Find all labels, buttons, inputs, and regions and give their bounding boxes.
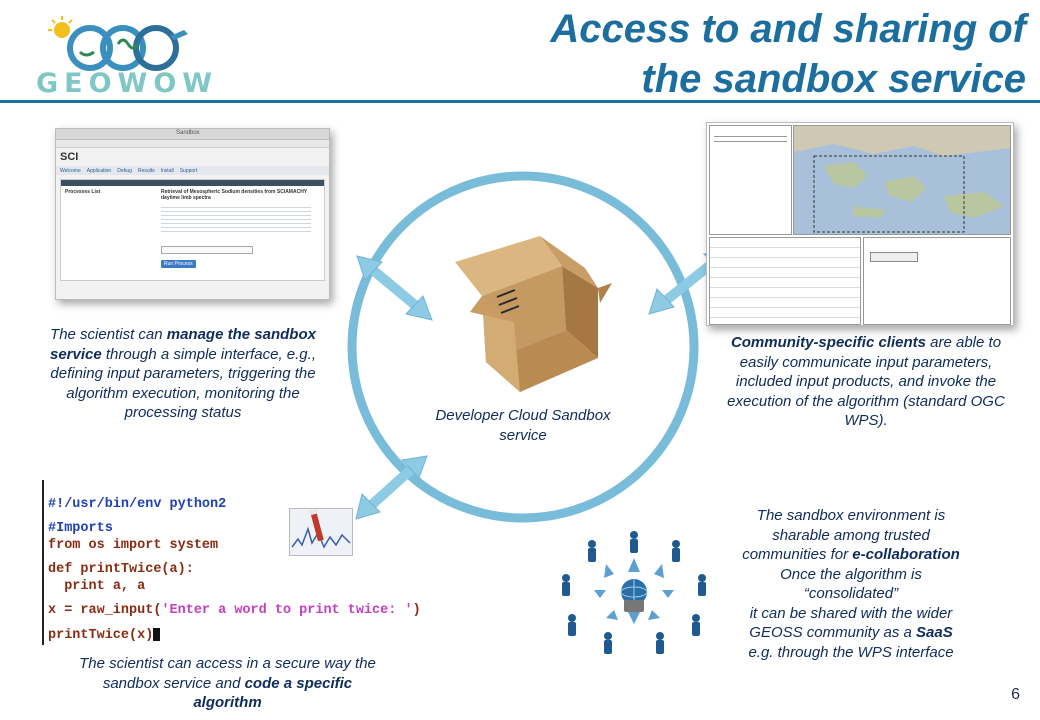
results-table-pane: [709, 237, 861, 325]
caption-clients-text: are able to easily communicate input par…: [727, 334, 1005, 429]
sandbox-box-image: [455, 236, 612, 392]
sandbox-ring: [347, 171, 699, 523]
tab-debug[interactable]: Debug: [117, 167, 132, 174]
caption-manage-text-2: through a simple interface, e.g., defini…: [50, 345, 316, 422]
input-field[interactable]: [161, 246, 253, 254]
share-line-7-text: GEOSS community as a: [749, 624, 917, 641]
code-call: printTwice(x): [48, 627, 154, 643]
process-description: Retrieval of Mesospheric Sodium densitie…: [161, 189, 308, 201]
code-keyword-print: print: [48, 578, 105, 594]
browser-toolbar: [56, 140, 329, 148]
title-line-1: Access to and sharing of: [550, 7, 1026, 51]
code-close-paren: ): [412, 603, 421, 618]
share-line-6: it can be shared with the wider: [749, 604, 953, 622]
code-module: os: [80, 537, 113, 553]
caption-clients: Community-specific clients are able to e…: [712, 333, 1020, 431]
caption-clients-bold: Community-specific clients: [730, 334, 926, 351]
tab-install[interactable]: Install: [160, 167, 174, 174]
network-people-image: [548, 528, 720, 658]
geowow-logo: GEOWOW: [20, 8, 230, 99]
code-line-import: from os import system: [48, 538, 374, 555]
share-line-3-text: communities for: [742, 546, 853, 563]
slide-title: Access to and sharing of the sandbox ser…: [326, 4, 1026, 104]
sandbox-label-line-1: Developer Cloud Sandbox: [435, 407, 611, 424]
caption-manage-text-1: The scientist can: [50, 326, 167, 343]
processes-list-title: Processes List: [65, 189, 101, 195]
caption-share: The sandbox environment is sharable amon…: [706, 506, 996, 662]
text-placeholder-lines: [161, 204, 311, 234]
code-line-shebang: #!/usr/bin/env python2: [48, 496, 227, 512]
tab-application[interactable]: Application: [86, 167, 112, 174]
code-keyword-import: import: [112, 537, 162, 553]
arrow-manage: [356, 255, 433, 321]
code-keyword-from: from: [48, 537, 81, 553]
code-line-print: print a, a: [48, 579, 374, 596]
panel-header-bar: [61, 180, 324, 186]
code-cursor: [153, 627, 161, 641]
tab-support[interactable]: Support: [179, 167, 198, 174]
caption-manage-bold: manage the sandbox service: [49, 326, 316, 363]
share-line-7: GEOSS community as a SaaS: [706, 623, 996, 643]
code-line-def: def printTwice(a):: [48, 562, 374, 579]
code-line-comment: #Imports: [48, 521, 113, 536]
python-thumbnail-image: [289, 508, 353, 556]
code-print-args: a, a: [104, 578, 146, 594]
share-line-3: communities for e-collaboration: [706, 545, 996, 565]
network-people-graphic: [562, 531, 706, 654]
community-client-screenshot: [706, 122, 1014, 326]
title-divider: [0, 100, 1040, 103]
code-string-literal: 'Enter a word to print twice: ': [161, 603, 413, 618]
share-line-2: sharable among trusted: [772, 526, 930, 544]
share-line-8: e.g. through the WPS interface: [748, 643, 954, 661]
sandbox-label: Developer Cloud Sandbox service: [398, 406, 648, 445]
sci-panel: Processes List Retrieval of Mesospheric …: [60, 179, 325, 281]
code-line-input: x = raw_input('Enter a word to print twi…: [48, 603, 421, 620]
code-blank-line: [48, 595, 374, 603]
arrow-code: [355, 455, 428, 520]
code-blank-line: [48, 620, 374, 628]
share-line-3-bold: e-collaboration: [852, 546, 960, 563]
code-import-name: system: [161, 537, 219, 553]
caption-code-text: The scientist can access in a secure way…: [79, 655, 376, 692]
management-pane: [863, 237, 1011, 325]
code-assign: x = raw_input(: [48, 603, 162, 618]
caption-code: The scientist can access in a secure way…: [70, 654, 385, 713]
caption-manage: The scientist can manage the sandbox ser…: [28, 325, 338, 423]
caption-code-bold: code a specific algorithm: [193, 674, 353, 712]
title-line-2: the sandbox service: [641, 57, 1026, 101]
share-line-5: “consolidated”: [803, 585, 899, 602]
graph-thumbnail-graphic: [291, 508, 351, 549]
client-form-pane: [709, 125, 792, 235]
sci-app-screenshot: Sandbox SCI Welcome Application Debug Re…: [55, 128, 330, 300]
code-keyword-def: def: [48, 562, 73, 577]
form-input-lines: [714, 132, 787, 144]
sandbox-label-line-2: service: [499, 426, 547, 444]
page-number: 6: [1011, 686, 1020, 703]
run-process-button[interactable]: Run Process: [161, 260, 196, 268]
logo-wordmark: GEOWOW: [36, 68, 219, 99]
browser-window-title: Sandbox: [176, 130, 200, 136]
map-land-shapes: [794, 126, 1010, 233]
request-button[interactable]: [870, 252, 918, 262]
browser-title-bar: Sandbox: [56, 129, 329, 140]
tab-results[interactable]: Results: [137, 167, 155, 174]
sci-header: SCI: [60, 151, 79, 163]
share-line-4: Once the algorithm is: [780, 565, 922, 583]
share-line-1: The sandbox environment is: [756, 507, 946, 524]
code-def-signature: printTwice(a):: [72, 562, 194, 577]
share-line-7-bold: SaaS: [916, 624, 953, 641]
tab-welcome[interactable]: Welcome: [60, 167, 81, 174]
code-line-call: printTwice(x): [48, 627, 374, 645]
sci-tabs: Welcome Application Debug Results Instal…: [56, 166, 329, 175]
geowow-logo-graphic: [48, 16, 188, 71]
map-view[interactable]: [793, 125, 1011, 235]
